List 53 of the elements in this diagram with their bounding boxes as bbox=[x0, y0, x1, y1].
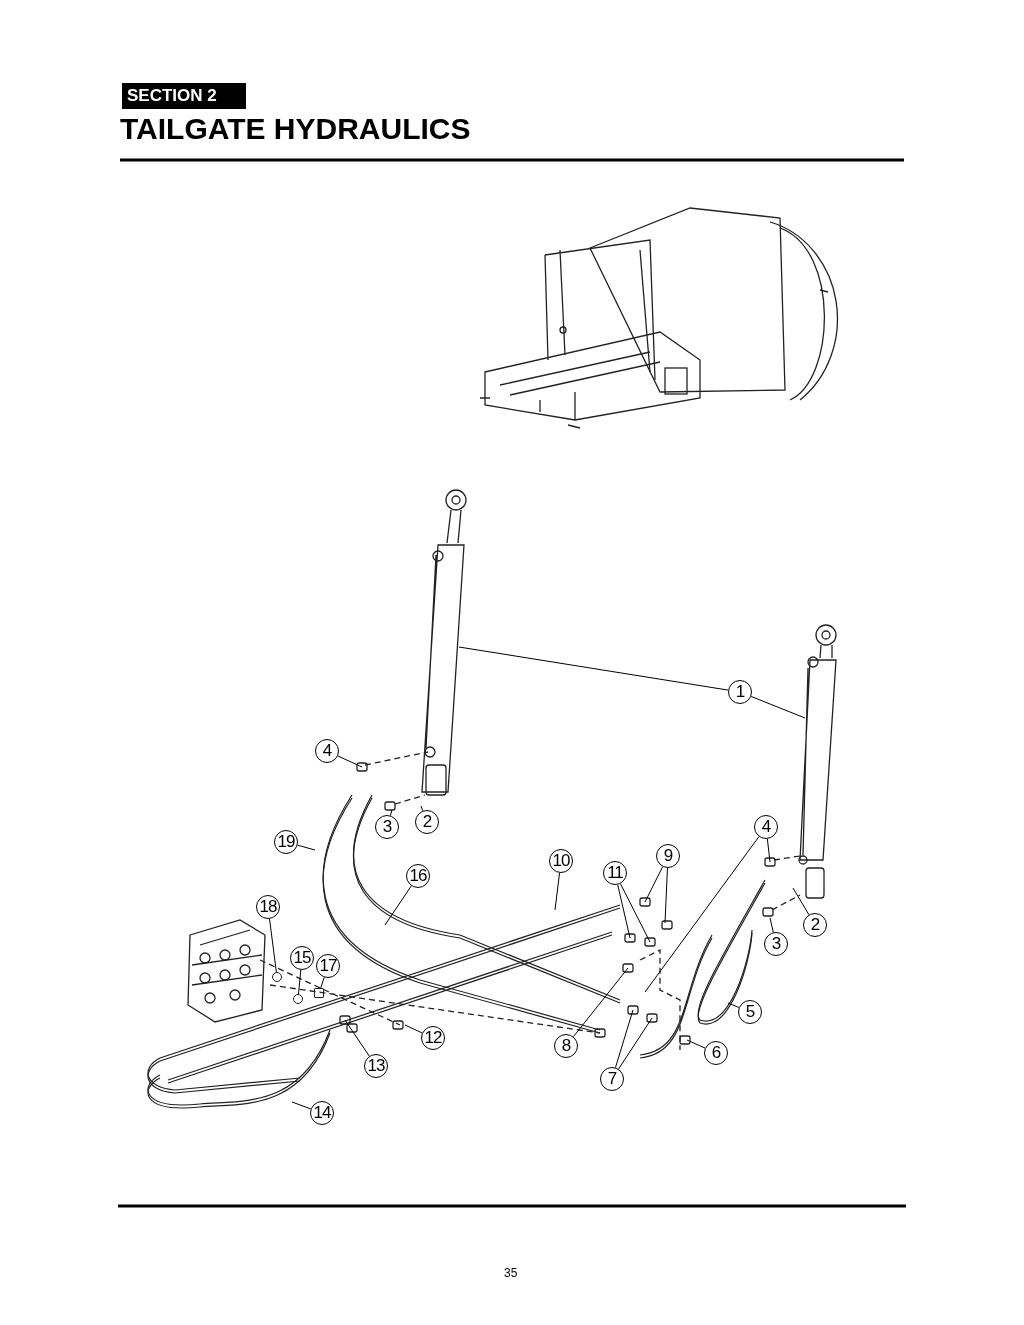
callout-number: 15 bbox=[290, 946, 314, 970]
leader-line bbox=[420, 805, 424, 812]
callout-number: 2 bbox=[803, 913, 827, 937]
callout-number: 3 bbox=[764, 932, 788, 956]
leader-line bbox=[291, 1101, 312, 1110]
leader-line bbox=[297, 844, 316, 851]
leader-line bbox=[769, 917, 774, 933]
leader-line bbox=[320, 976, 325, 989]
leader-line bbox=[618, 1017, 653, 1070]
leader-line bbox=[458, 646, 729, 691]
leader-line bbox=[615, 1009, 634, 1068]
leader-line bbox=[404, 1024, 423, 1034]
hydraulic-fitting bbox=[314, 988, 324, 998]
page-title: TAILGATE HYDRAULICS bbox=[120, 112, 471, 146]
callout-number: 13 bbox=[364, 1054, 388, 1078]
leader-line bbox=[572, 967, 629, 1038]
page-number: 35 bbox=[504, 1266, 518, 1280]
leader-line bbox=[337, 755, 363, 768]
callout-number: 10 bbox=[549, 849, 573, 873]
callout-number: 18 bbox=[256, 895, 280, 919]
leader-line bbox=[750, 695, 806, 719]
callout-number: 8 bbox=[554, 1034, 578, 1058]
callout-number: 7 bbox=[600, 1067, 624, 1091]
callout-number: 19 bbox=[274, 830, 298, 854]
leader-line bbox=[644, 836, 760, 993]
callout-number: 4 bbox=[315, 739, 339, 763]
leader-line bbox=[686, 1039, 706, 1049]
callout-number: 4 bbox=[754, 815, 778, 839]
leader-line bbox=[619, 883, 651, 943]
leader-line bbox=[727, 1002, 740, 1008]
leader-line bbox=[298, 969, 302, 995]
leader-line bbox=[792, 887, 810, 916]
section-label: SECTION 2 bbox=[122, 83, 246, 109]
leader-line bbox=[344, 1019, 370, 1057]
callout-number: 1 bbox=[728, 680, 752, 704]
leader-line bbox=[384, 885, 412, 926]
callout-number: 12 bbox=[421, 1026, 445, 1050]
leader-line bbox=[766, 838, 771, 863]
leader-line bbox=[617, 884, 631, 939]
leader-line bbox=[554, 872, 561, 911]
leader-line bbox=[269, 918, 277, 973]
callout-number: 9 bbox=[656, 844, 680, 868]
leader-line bbox=[389, 809, 393, 816]
callout-number: 14 bbox=[310, 1101, 334, 1125]
callout-number: 17 bbox=[316, 954, 340, 978]
leader-line bbox=[664, 867, 668, 924]
callout-number: 3 bbox=[375, 815, 399, 839]
callout-number: 2 bbox=[415, 810, 439, 834]
callout-number: 5 bbox=[738, 1000, 762, 1024]
callout-number: 16 bbox=[406, 864, 430, 888]
leader-line bbox=[644, 866, 664, 903]
callout-number: 6 bbox=[704, 1041, 728, 1065]
callout-number: 11 bbox=[603, 861, 627, 885]
